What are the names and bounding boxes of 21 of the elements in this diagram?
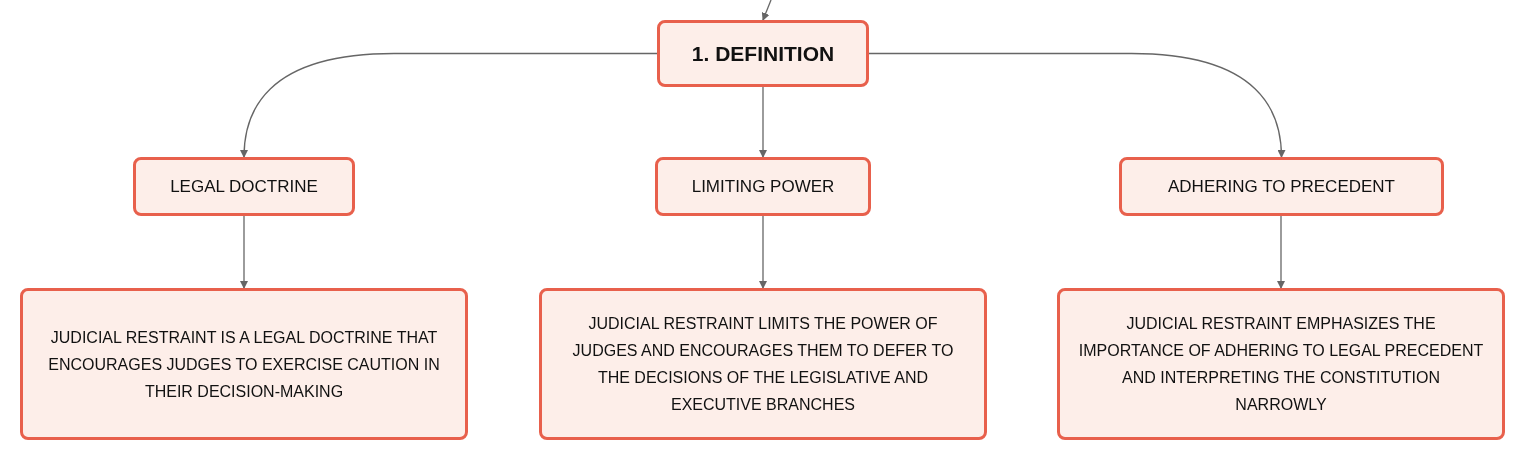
description-box [1057, 288, 1505, 440]
arrow [1277, 215, 1285, 289]
subtopic-box [133, 157, 355, 216]
node-label: JUDICIAL RESTRAINT EMPHASIZES THE IMPORTANCE OF ADHERING TO LEGAL PRECEDENT AND INTERPRETING THE CONSTITUTION NARROWLY [1077, 314, 1485, 415]
node-label: ADHERING TO PRECEDENT [1168, 175, 1395, 198]
arrow [759, 86, 767, 158]
arrow [240, 52, 658, 158]
subtopic-box [655, 157, 871, 216]
node-label: LIMITING POWER [691, 175, 835, 198]
node-label: LEGAL DOCTRINE [170, 175, 318, 198]
arrow [868, 52, 1286, 158]
arrow [240, 215, 248, 289]
node-label: JUDICIAL RESTRAINT IS A LEGAL DOCTRINE THAT ENCOURAGES JUDGES TO EXERCISE CAUTION IN THEIR DECISION-MAKING [47, 327, 441, 402]
node-label: JUDICIAL RESTRAINT LIMITS THE POWER OF JUDGES AND ENCOURAGES THEM TO DEFER TO THE DECISIONS OF THE LEGISLATIVE AND EXECUTIVE BRANCHES [571, 314, 955, 415]
subtopic-box [1119, 157, 1444, 216]
arrow [759, 215, 767, 289]
arrow [761, 0, 772, 21]
description-box [20, 288, 468, 440]
description-box [539, 288, 987, 440]
topic-box [657, 20, 869, 87]
node-label: 1. DEFINITION [691, 40, 835, 67]
